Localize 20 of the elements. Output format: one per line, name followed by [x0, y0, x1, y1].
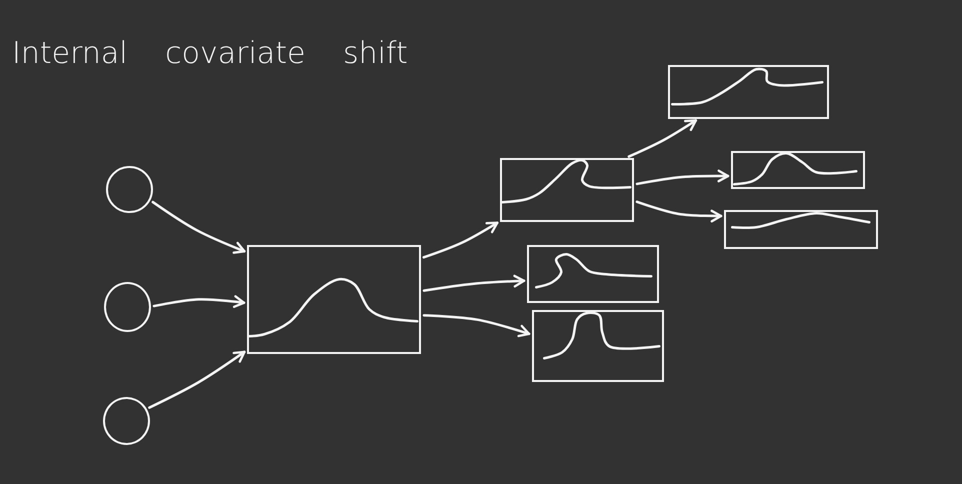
title: Internal covariate shift [12, 36, 408, 72]
plot-frame [247, 245, 421, 354]
arrow [148, 350, 246, 409]
arrow [628, 119, 698, 158]
circle-node [103, 397, 150, 445]
arrow [636, 200, 722, 222]
plot-frame [668, 65, 829, 119]
circle-node [104, 282, 151, 332]
plot-frame [527, 245, 659, 303]
arrow [422, 274, 526, 292]
plot-frame [731, 151, 865, 189]
plot-frame [532, 310, 664, 382]
arrow [152, 200, 246, 254]
plot-frame [500, 158, 634, 222]
circle-node [106, 166, 153, 213]
arrow [152, 295, 246, 308]
arrow [422, 222, 499, 259]
arrow [636, 170, 730, 186]
plot-frame [724, 210, 878, 249]
arrow [422, 314, 530, 338]
